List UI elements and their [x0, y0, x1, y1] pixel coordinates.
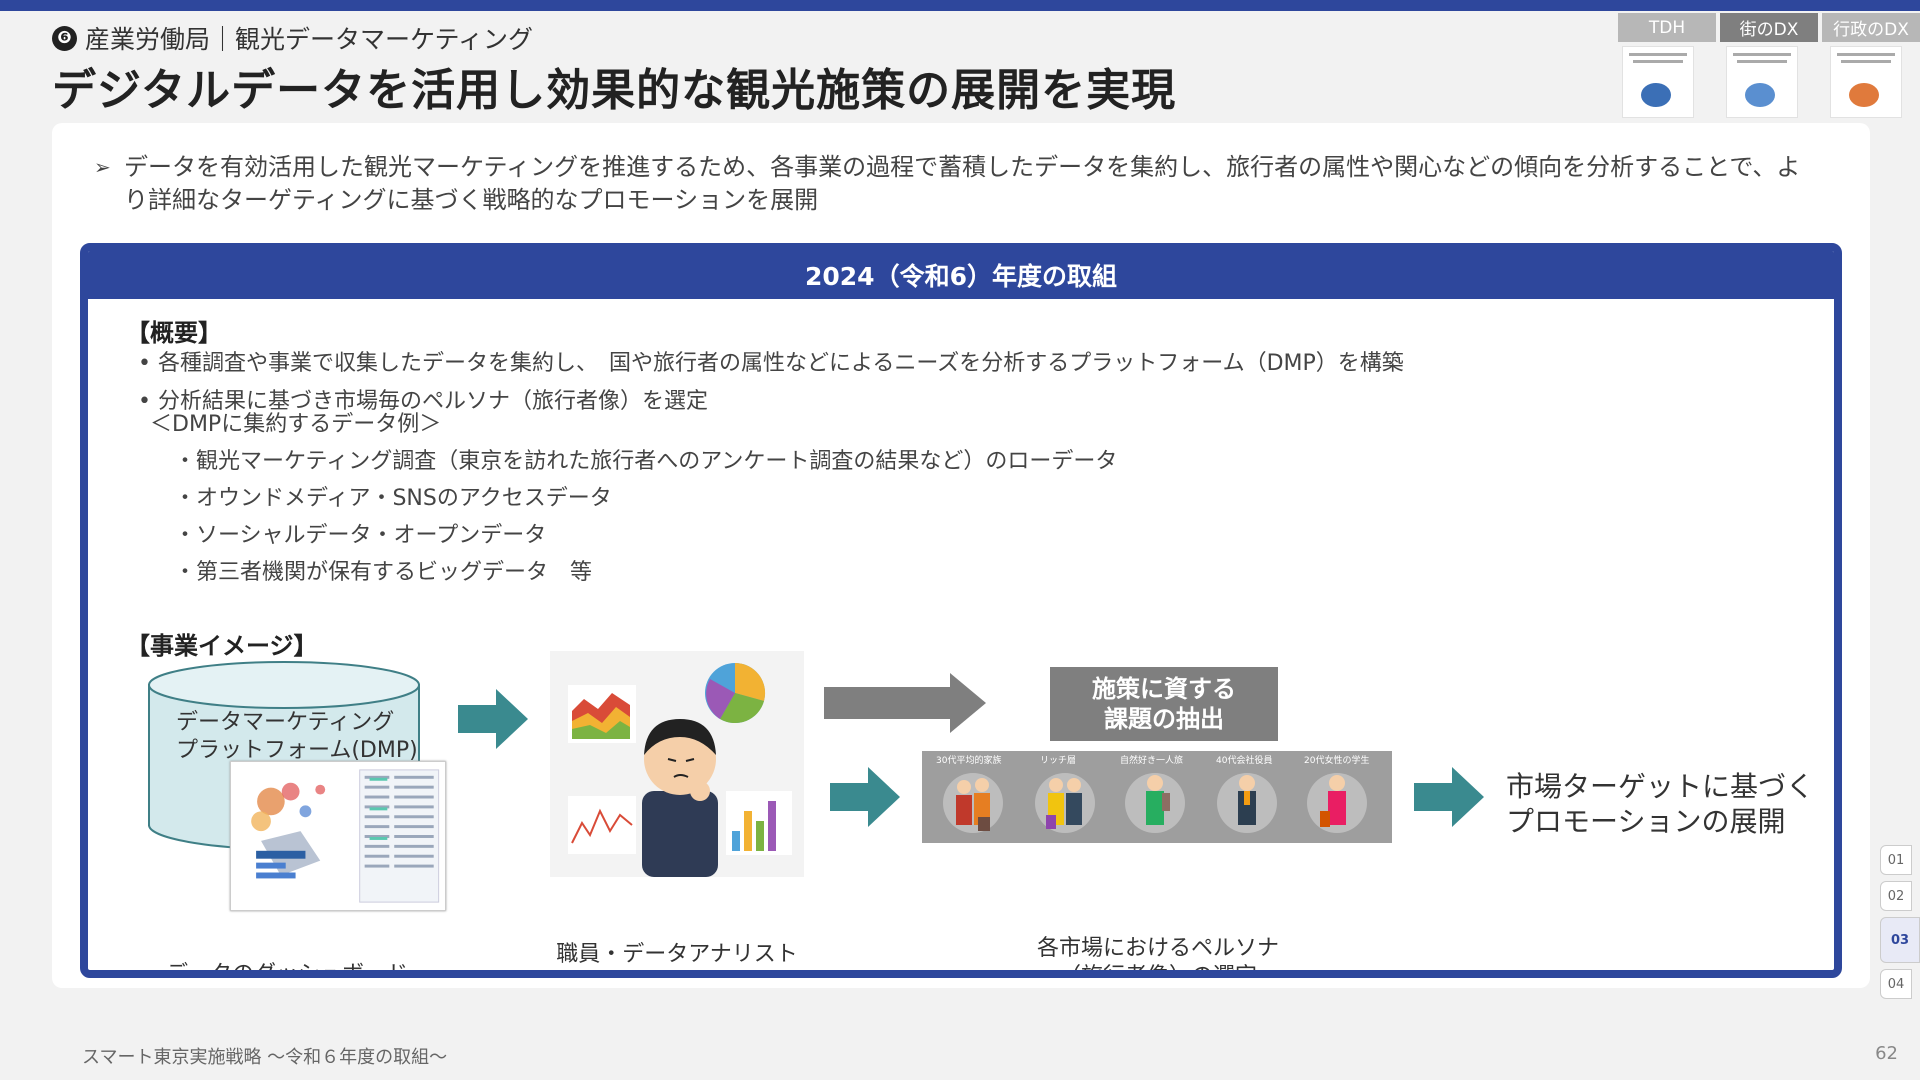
persona-family-icon — [943, 773, 1003, 833]
promotion-line-1: 市場ターゲットに基づく — [1506, 770, 1815, 803]
dmp-list-item: ・観光マーケティング調査（東京を訪れた旅行者へのアンケート調査の結果など）のロー… — [174, 449, 1118, 474]
overview-item-1-text: 各種調査や事業で収集したデータを集約し、 国や旅行者の属性などによるニーズを分析… — [157, 351, 1404, 376]
footer-text: スマート東京実施戦略 ～令和６年度の取組～ — [82, 1047, 448, 1068]
top-accent-bar — [0, 0, 1920, 11]
arrow-right-icon — [824, 673, 986, 733]
page-number: 62 — [1875, 1043, 1898, 1064]
arrow-right-icon — [1414, 767, 1484, 827]
side-tab-03[interactable]: 03 — [1880, 917, 1920, 963]
nav-tabs: TDH 街のDX 行政のDX — [1618, 13, 1920, 42]
page-title: デジタルデータを活用し効果的な観光施策の展開を実現 — [52, 65, 1177, 116]
promotion-text: 市場ターゲットに基づく プロモーションの展開 — [1506, 769, 1814, 839]
tab-tdh[interactable]: TDH — [1618, 13, 1716, 42]
persona-strip-image: 30代平均的家族 リッチ層 自然好き一人旅 40代会社役員 20代女性の学生 — [922, 751, 1392, 843]
dmp-data-list: ＜DMPに集約するデータ例＞ ・観光マーケティング調査（東京を訪れた旅行者へのア… — [150, 406, 1117, 591]
dashboard-screenshot-image — [230, 761, 446, 911]
persona-label: 自然好き一人旅 — [1120, 756, 1184, 766]
issue-box-line-2: 課題の抽出 — [1104, 705, 1224, 733]
dmp-list-title: ＜DMPに集約するデータ例＞ — [150, 412, 442, 437]
analyst-caption: 職員・データアナリスト による分析 — [534, 941, 820, 970]
persona-label: リッチ層 — [1040, 756, 1077, 766]
analyst-caption-line-1: 職員・データアナリスト — [556, 942, 798, 967]
thumbnail-gov-dx[interactable] — [1830, 46, 1902, 118]
dmp-label: データマーケティング プラットフォーム(DMP) — [176, 709, 418, 765]
persona-label: 40代会社役員 — [1216, 756, 1273, 766]
dashboard-caption: データのダッシュボード — [165, 962, 408, 978]
initiative-panel: 2024（令和6）年度の取組 【概要】 • 各種調査や事業で収集したデータを集約… — [80, 243, 1842, 978]
section-label-text: 産業労働局｜観光データマーケティング — [85, 25, 534, 54]
persona-caption: 各市場におけるペルソナ （旅行者像）の選定 — [988, 935, 1328, 978]
nav-thumbnails — [1622, 46, 1920, 118]
arrow-right-icon — [458, 689, 528, 749]
analyst-caption-line-2: による分析 — [534, 969, 820, 970]
overview-item-1: • 各種調査や事業で収集したデータを集約し、 国や旅行者の属性などによるニーズを… — [138, 351, 1404, 376]
promotion-line-2: プロモーションの展開 — [1506, 805, 1786, 838]
dmp-list-item: ・オウンドメディア・SNSのアクセスデータ — [174, 486, 612, 511]
persona-rich-couple-icon — [1035, 773, 1095, 833]
panel-header: 2024（令和6）年度の取組 — [88, 251, 1834, 299]
persona-solo-traveler-icon — [1125, 773, 1185, 833]
persona-label: 20代女性の学生 — [1304, 756, 1370, 766]
intro-text: データを有効活用した観光マーケティングを推進するため、各事業の過程で蓄積したデー… — [124, 153, 1801, 214]
section-label: ❻ 産業労働局｜観光データマーケティング — [52, 20, 533, 56]
persona-caption-line-1: 各市場におけるペルソナ — [1036, 936, 1279, 961]
thumbnail-tdh[interactable] — [1622, 46, 1694, 118]
arrow-right-icon — [830, 767, 900, 827]
persona-caption-line-2: （旅行者像）の選定 — [1058, 964, 1257, 978]
side-tab-02[interactable]: 02 — [1880, 881, 1912, 911]
main-card: ➢ データを有効活用した観光マーケティングを推進するため、各事業の過程で蓄積した… — [52, 123, 1870, 988]
dmp-label-line-1: データマーケティング — [176, 710, 395, 735]
dmp-list-item: ・ソーシャルデータ・オープンデータ — [174, 523, 547, 548]
intro-paragraph: ➢ データを有効活用した観光マーケティングを推進するため、各事業の過程で蓄積した… — [94, 151, 1814, 217]
persona-executive-icon — [1217, 773, 1277, 833]
issue-extraction-box: 施策に資する 課題の抽出 — [1050, 667, 1278, 741]
side-tab-04[interactable]: 04 — [1880, 969, 1912, 999]
section-number: ❻ — [52, 25, 77, 51]
side-tab-01[interactable]: 01 — [1880, 845, 1912, 875]
dmp-list-item: ・第三者機関が保有するビッグデータ 等 — [174, 560, 593, 585]
persona-label: 30代平均的家族 — [936, 756, 1002, 766]
issue-box-line-1: 施策に資する — [1092, 675, 1236, 703]
overview-item-2: • 分析結果に基づき市場毎のペルソナ（旅行者像）を選定 — [138, 389, 708, 414]
side-page-tabs: 01 02 03 04 — [1880, 845, 1920, 999]
tab-city-dx[interactable]: 街のDX — [1720, 13, 1818, 42]
dmp-label-line-2: プラットフォーム(DMP) — [176, 738, 418, 763]
business-image-title: 【事業イメージ】 — [126, 632, 318, 660]
analyst-illustration — [550, 651, 804, 877]
intro-bullet-icon: ➢ — [94, 155, 111, 179]
overview-title: 【概要】 — [126, 319, 222, 347]
thumbnail-city-dx[interactable] — [1726, 46, 1798, 118]
tab-gov-dx[interactable]: 行政のDX — [1822, 13, 1920, 42]
persona-student-icon — [1307, 773, 1367, 833]
overview-item-2-text: 分析結果に基づき市場毎のペルソナ（旅行者像）を選定 — [157, 389, 708, 414]
